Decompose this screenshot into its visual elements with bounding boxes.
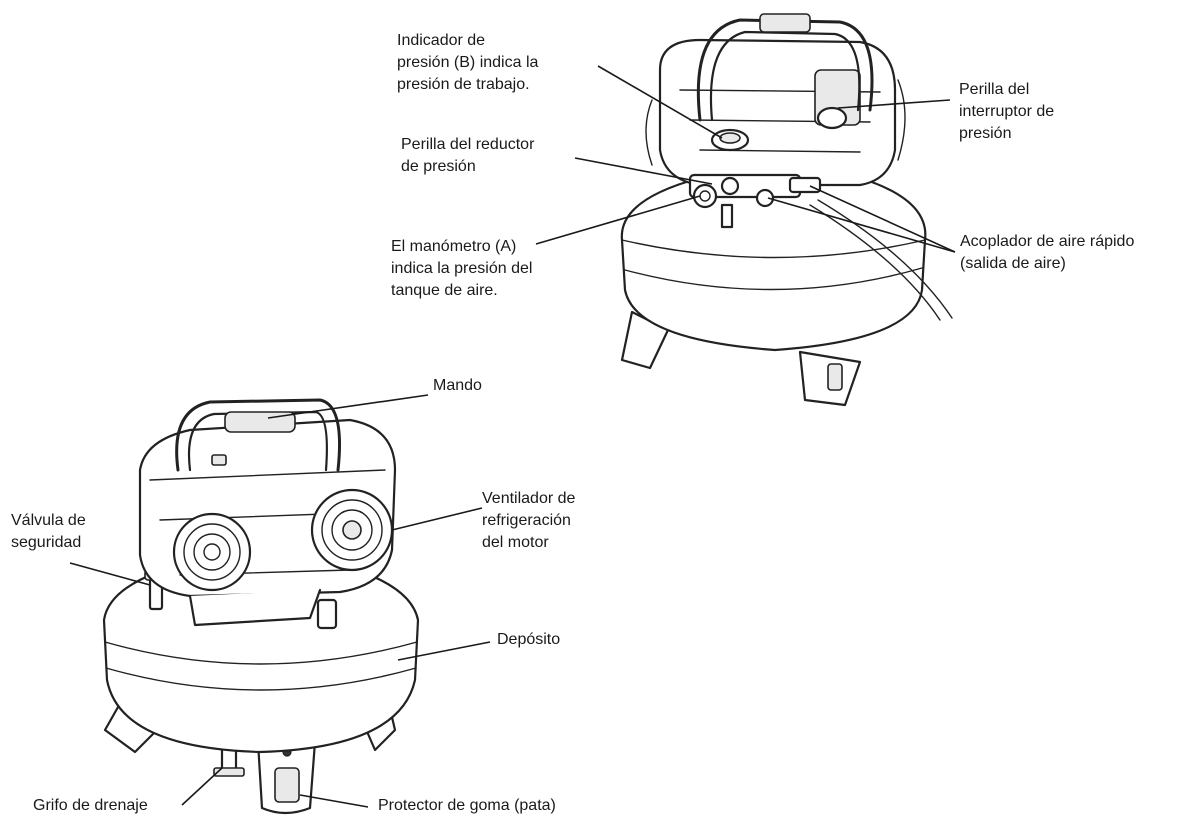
label-gauge-b: Indicador de presión (B) indica la presi… (397, 30, 538, 96)
bottom-motor-end-cap (174, 514, 250, 590)
top-rubber-foot (828, 364, 842, 390)
label-handle: Mando (433, 375, 482, 397)
label-quick-coupler: Acoplador de aire rápido (salida de aire… (960, 231, 1134, 275)
leader-drain-valve (182, 768, 222, 805)
label-safety-valve: Válvula de seguridad (11, 510, 86, 554)
label-gauge-a: El manómetro (A) indica la presión del t… (391, 236, 532, 302)
label-regulator-knob: Perilla del reductor de presión (401, 134, 534, 178)
regulator-knob (722, 178, 738, 194)
label-pressure-switch: Perilla del interruptor de presión (959, 79, 1054, 145)
top-pressure-switch-knob (818, 108, 846, 128)
leader-safety-valve (70, 563, 150, 585)
label-drain-valve: Grifo de drenaje (33, 795, 148, 817)
compressor-top-illustration (622, 14, 952, 405)
regulator-stem (722, 205, 732, 227)
label-cooling-fan: Ventilador de refrigeración del motor (482, 488, 575, 554)
bottom-rubber-foot (275, 768, 299, 802)
leader-handle (268, 395, 428, 418)
quick-coupler-2 (790, 178, 820, 192)
label-rubber-foot: Protector de goma (pata) (378, 795, 556, 817)
leader-cooling-fan (392, 508, 482, 530)
label-tank: Depósito (497, 629, 560, 651)
compressor-bottom-illustration (104, 400, 418, 813)
